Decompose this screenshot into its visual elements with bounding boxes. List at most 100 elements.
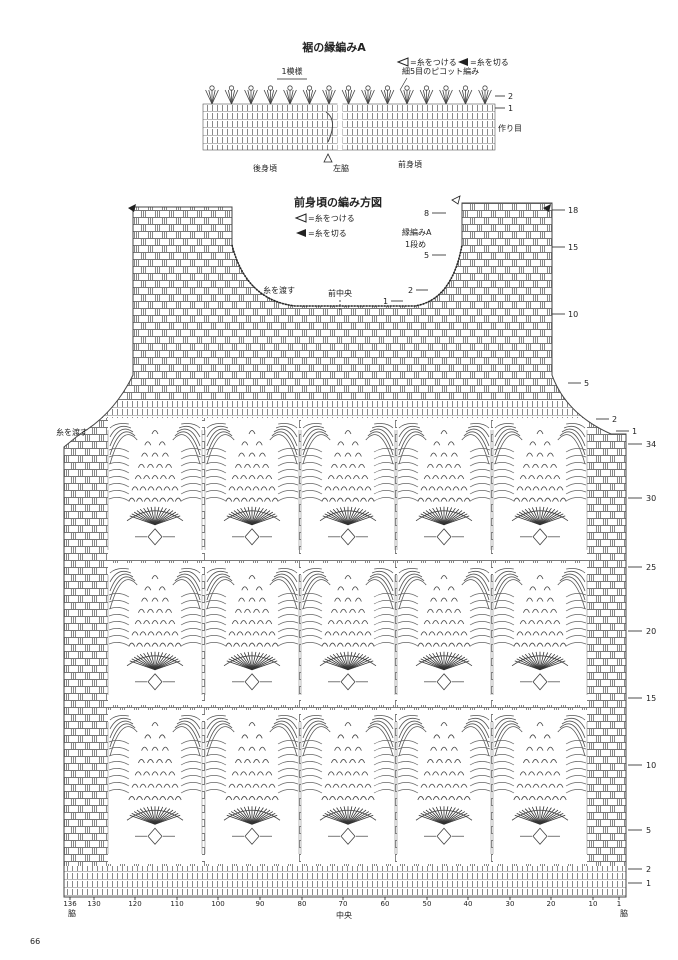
pineapple-loop [131, 631, 139, 636]
pineapple-loop [248, 796, 256, 801]
pineapple-loop [332, 631, 340, 636]
picot-loop [404, 85, 410, 91]
stitch-count-label: 130 [87, 900, 100, 908]
pineapple-motif [204, 710, 300, 864]
fan-stitch [336, 652, 349, 671]
pineapple-loop [432, 642, 440, 647]
pineapple-loop [428, 783, 436, 788]
side-chain [373, 455, 395, 460]
side-chain [493, 775, 515, 780]
side-chain [397, 775, 419, 780]
pineapple-loop [324, 631, 332, 636]
fan-stitch [154, 808, 171, 825]
side-chain [277, 740, 299, 745]
pineapple-loop [440, 746, 448, 751]
side-chain [180, 455, 202, 460]
pineapple-loop [353, 475, 360, 480]
side-chain [397, 635, 419, 640]
fan-stitch [332, 808, 349, 825]
pineapple-loop [260, 631, 268, 636]
fan-stitch [347, 809, 367, 825]
diamond-mesh [244, 528, 260, 546]
arch-strand [206, 726, 235, 757]
side-chain [277, 476, 299, 481]
pineapple-loop [348, 486, 356, 491]
fan-stitch [347, 510, 367, 526]
picot-stitch [426, 89, 434, 105]
fan-stitch [535, 506, 541, 525]
pineapple-loop [241, 734, 249, 739]
pineapple-loop [519, 475, 527, 480]
fan-stitch [347, 652, 360, 671]
fan-stitch [251, 809, 271, 825]
pineapple-loop [255, 734, 263, 739]
pineapple-loop [529, 734, 537, 739]
side-chain [180, 747, 202, 752]
pineapple-loop [536, 575, 544, 580]
fan-stitch [443, 806, 453, 825]
pineapple-loop [519, 620, 527, 625]
fan-stitch [347, 508, 364, 526]
pineapple-loop [147, 759, 154, 764]
pineapple-loop [336, 497, 344, 502]
side-chain [397, 628, 419, 633]
side-chain [301, 740, 323, 745]
side-chain [469, 455, 491, 460]
side-chain [180, 593, 202, 598]
fan-stitch [443, 652, 456, 671]
pineapple-loop [144, 441, 152, 446]
picot-fan [263, 85, 278, 105]
pineapple-loop [236, 631, 244, 636]
fan-stitch [443, 507, 453, 525]
fan-stitch [428, 808, 445, 825]
fan-stitch [443, 506, 449, 525]
fan-stitch [129, 660, 156, 671]
arch-strand [374, 568, 394, 574]
fan-stitch [251, 652, 261, 670]
pineapple-loop [235, 463, 242, 468]
pineapple-loop [168, 620, 176, 625]
pineapple-loop [521, 796, 528, 801]
picot-stitch [445, 89, 453, 105]
fan-stitch [154, 653, 171, 671]
pineapple-loop [151, 452, 159, 457]
side-chain [277, 789, 299, 794]
fan-stitch [435, 806, 445, 825]
pineapple-loop [448, 796, 456, 801]
pineapple-loop [264, 497, 271, 502]
arch-strand [494, 726, 523, 757]
attach-yarn-icon [294, 213, 307, 223]
pineapple-loop [231, 475, 239, 480]
side-chain [565, 782, 587, 787]
pineapple-loop [513, 796, 521, 801]
pineapple-loop [165, 759, 172, 764]
lower-row-label: 5 [646, 826, 651, 835]
pineapple-loop [436, 486, 444, 491]
side-chain [277, 469, 299, 474]
fan-stitch [514, 515, 541, 526]
picot-stitch [305, 89, 310, 105]
side-chain [108, 754, 130, 759]
side-chain [469, 775, 491, 780]
side-chain [565, 614, 587, 619]
pineapple-loop [248, 771, 256, 776]
arch-strand [369, 573, 394, 592]
picot-fan [341, 85, 356, 105]
motif-background [108, 710, 202, 864]
arch-strand [563, 717, 586, 730]
fan-stitch [443, 651, 449, 670]
pineapple-loop [336, 642, 344, 647]
fan-stitch [251, 515, 278, 526]
fan-stitch [435, 652, 445, 670]
fan-stitch [150, 506, 156, 525]
fan-stitch [418, 814, 445, 825]
pineapple-loop [358, 608, 365, 613]
arch-strand [206, 570, 229, 583]
pineapple-loop [550, 759, 557, 764]
pineapple-loop [259, 597, 266, 602]
fan-stitch [154, 806, 164, 825]
side-chain [373, 740, 395, 745]
side-chain [205, 448, 227, 453]
pineapple-loop [340, 759, 347, 764]
side-chain [205, 469, 227, 474]
